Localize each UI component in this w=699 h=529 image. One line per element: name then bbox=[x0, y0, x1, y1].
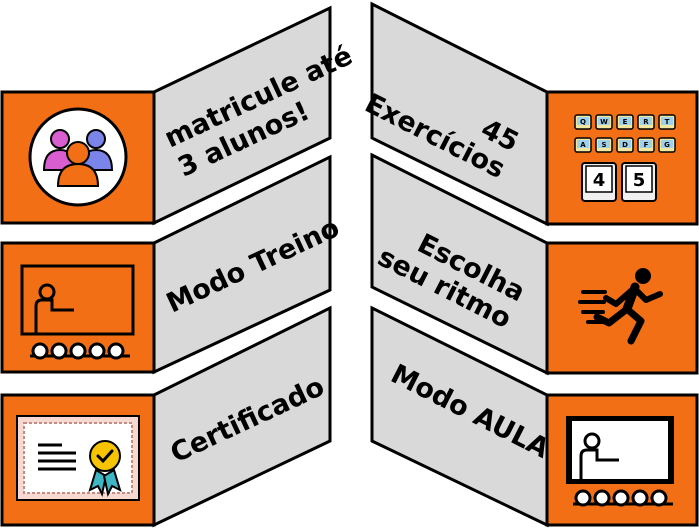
key-label: G bbox=[664, 141, 670, 149]
key-cap: A bbox=[574, 137, 592, 153]
running-person-icon bbox=[578, 268, 663, 345]
key-cap: W bbox=[595, 114, 613, 130]
key-cap: D bbox=[616, 137, 634, 153]
keyboard-keys-icon: Q W E R T A S D F G 4 5 bbox=[574, 114, 676, 202]
feature-certificate: Certificado bbox=[0, 305, 332, 528]
key-cap: E bbox=[616, 114, 634, 130]
key-label: A bbox=[580, 141, 586, 149]
key-cap: F bbox=[637, 137, 655, 153]
certificate-icon bbox=[16, 415, 140, 501]
key-cap: Q bbox=[574, 114, 592, 130]
students-group-icon bbox=[28, 107, 128, 207]
big-key-cap: 4 bbox=[581, 162, 617, 202]
key-label: D bbox=[622, 141, 628, 149]
presentation-board-icon bbox=[20, 264, 135, 360]
key-cap: G bbox=[658, 137, 676, 153]
audience-seats bbox=[574, 489, 668, 507]
key-label: R bbox=[643, 118, 649, 126]
classroom-board-icon bbox=[566, 416, 674, 507]
exercises-icon-box bbox=[545, 90, 699, 226]
key-label: F bbox=[644, 141, 649, 149]
key-label: T bbox=[665, 118, 670, 126]
key-label: E bbox=[623, 118, 628, 126]
key-label: Q bbox=[580, 118, 586, 126]
certificate-label-panel bbox=[152, 305, 332, 528]
key-cap: R bbox=[637, 114, 655, 130]
big-key-cap: 5 bbox=[621, 162, 657, 202]
key-label: S bbox=[601, 141, 606, 149]
training-label-panel bbox=[152, 154, 332, 375]
audience-seats bbox=[31, 342, 125, 360]
pace-icon-box bbox=[545, 241, 699, 375]
big-key-label: 4 bbox=[593, 170, 606, 191]
feature-training: Modo Treino bbox=[0, 154, 344, 375]
key-label: W bbox=[600, 118, 608, 126]
key-cap: T bbox=[658, 114, 676, 130]
students-label-panel bbox=[152, 5, 332, 226]
big-key-label: 5 bbox=[633, 170, 646, 191]
key-cap: S bbox=[595, 137, 613, 153]
